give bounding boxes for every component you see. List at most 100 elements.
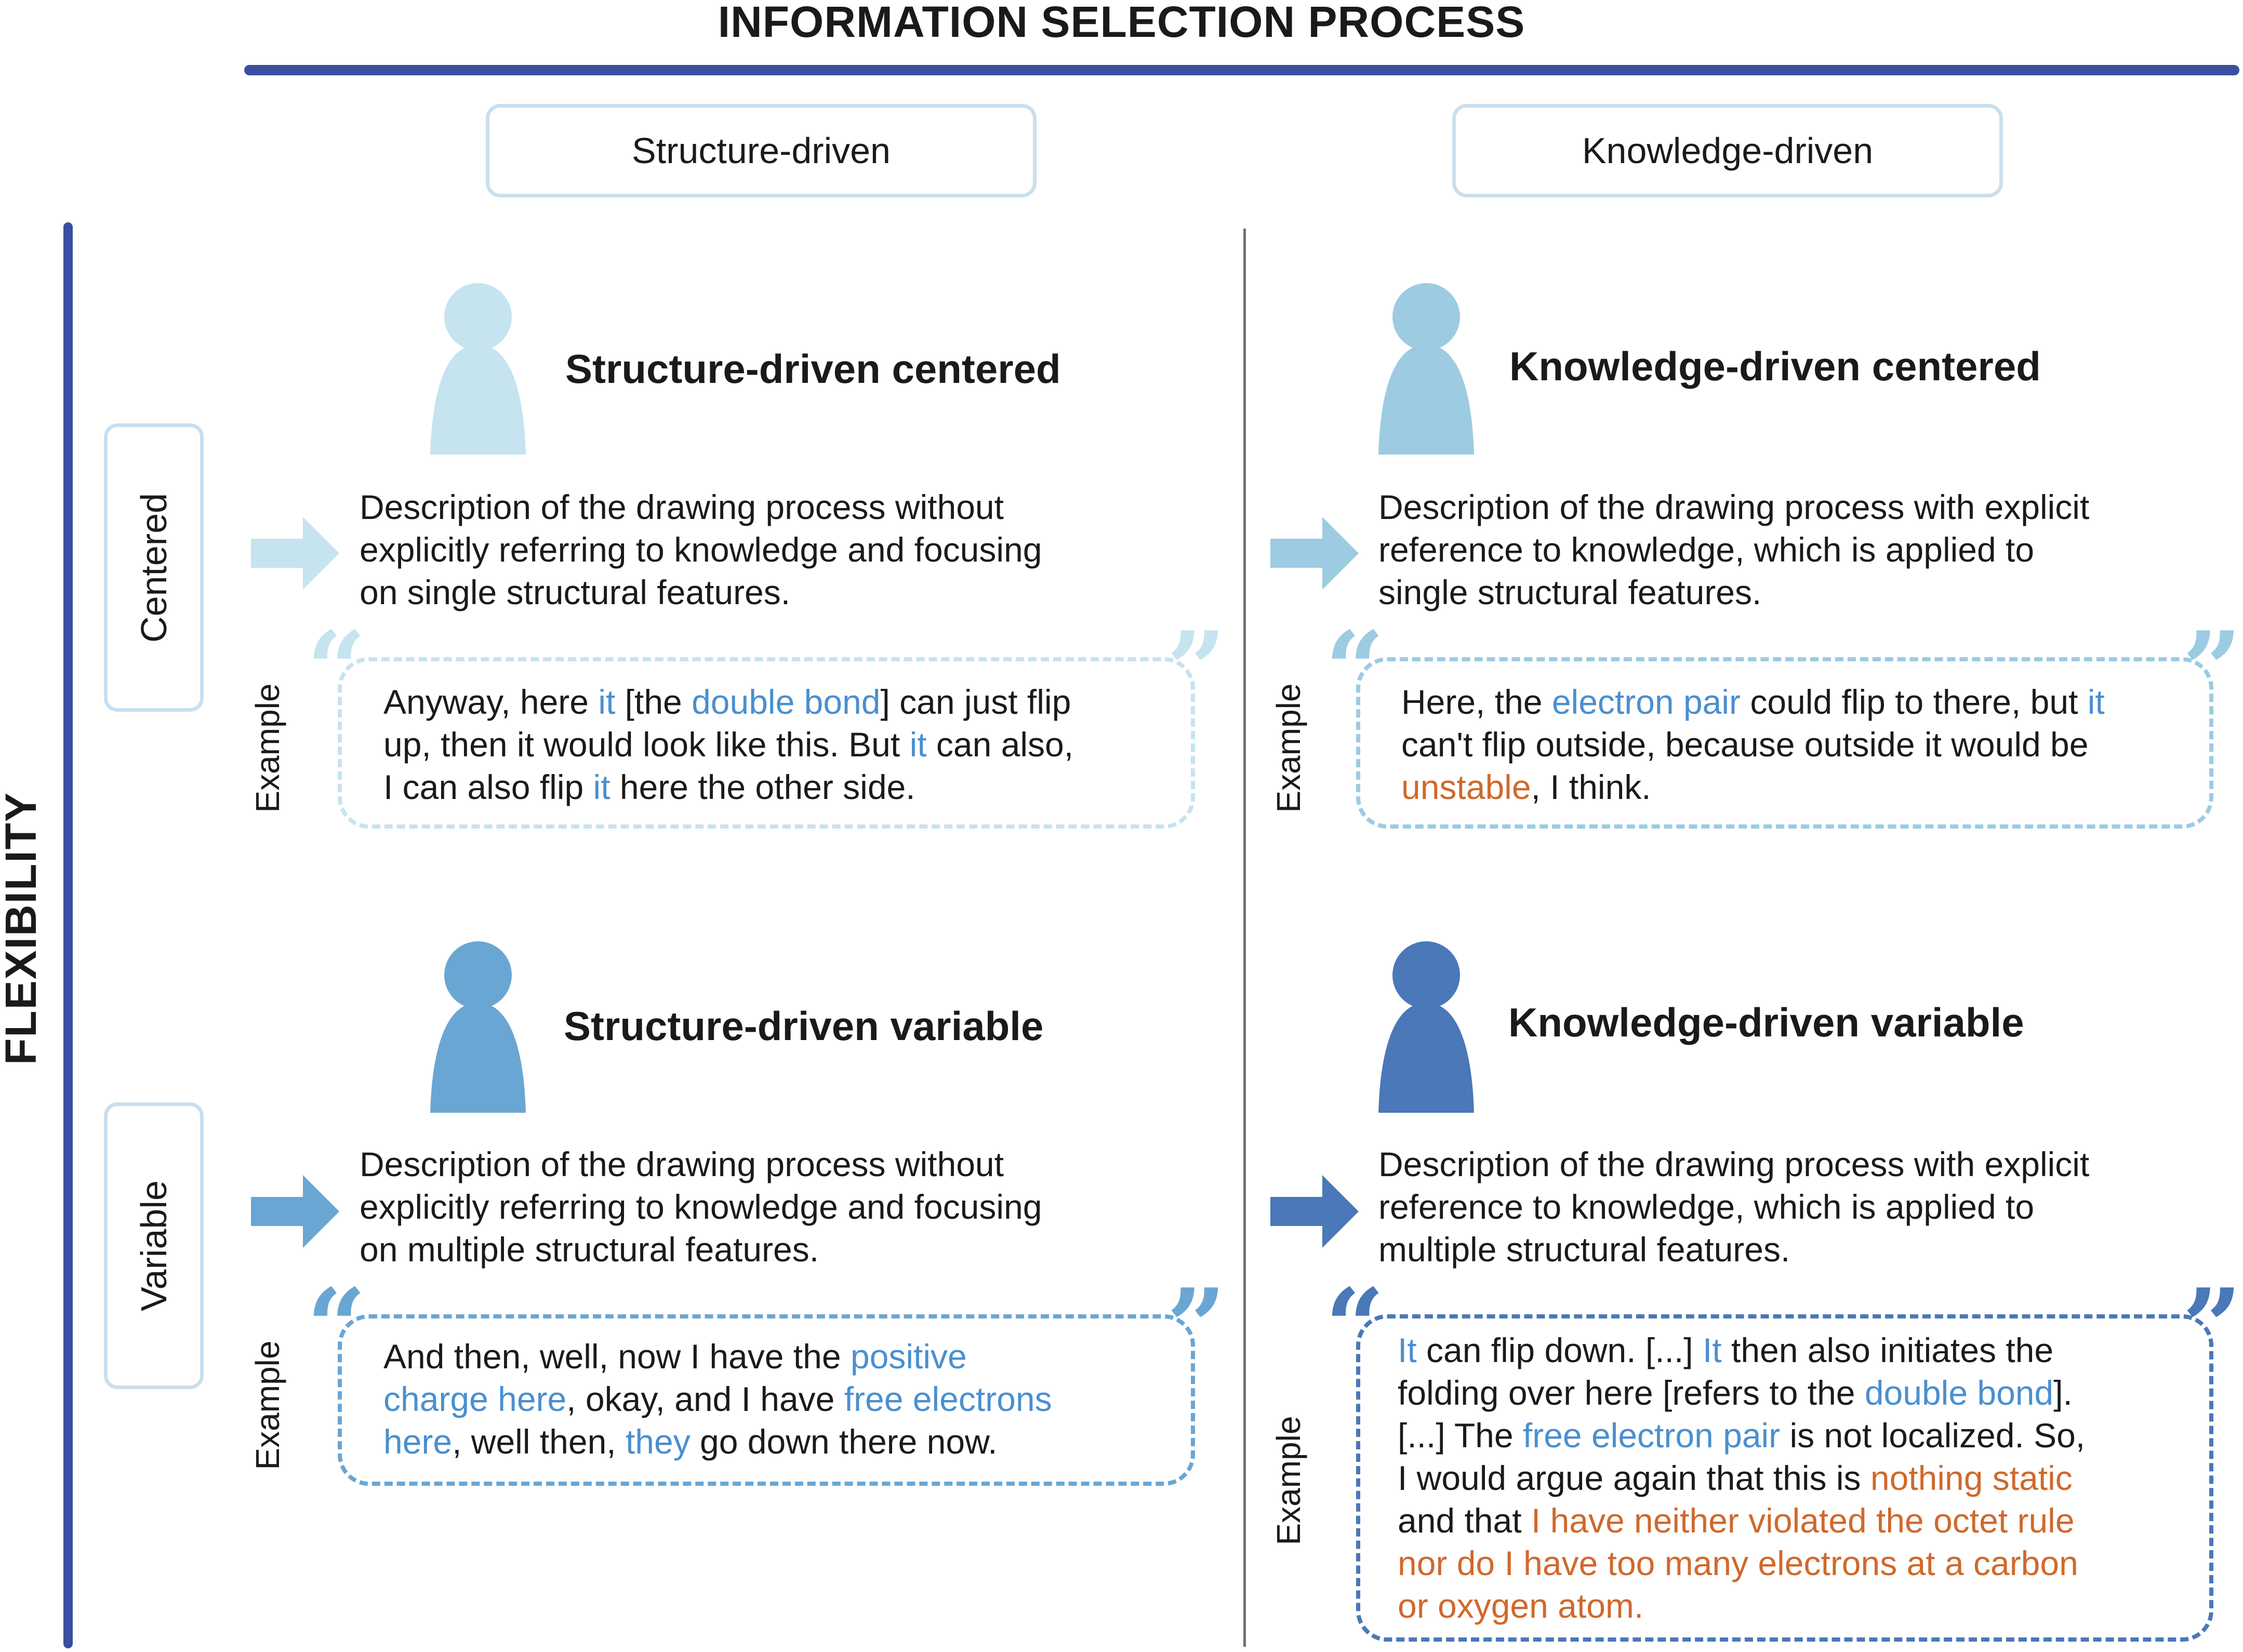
quote-segment: folding over here [refers to the — [1398, 1374, 1865, 1412]
quote-line: or oxygen atom. — [1398, 1584, 2208, 1627]
highlighted-term: nor do I have too many electrons at a ca… — [1398, 1544, 2078, 1582]
quote-segment: is not localized. So, — [1780, 1416, 2086, 1455]
quote-line: and that I have neither violated the oct… — [1398, 1499, 2208, 1542]
highlighted-term: I have neither violated the octet rule — [1531, 1501, 2075, 1540]
quote-segment: [the — [615, 683, 692, 721]
highlighted-term: it — [598, 683, 616, 721]
quote-line: I would argue again that this is nothing… — [1398, 1457, 2208, 1499]
quote-segment: can't flip outside, because outside it w… — [1401, 725, 2089, 764]
quote-line: can't flip outside, because outside it w… — [1401, 723, 2212, 766]
highlighted-term: It — [1702, 1331, 1722, 1369]
cell-heading: Structure-driven variable — [564, 1003, 1044, 1049]
example-label: Example — [249, 683, 286, 813]
highlighted-term: charge here — [383, 1380, 567, 1418]
arrow-right-icon — [1270, 517, 1359, 590]
highlighted-term: it — [593, 768, 610, 806]
highlighted-term: electron pair — [1551, 683, 1741, 721]
cell-description: Description of the drawing process with … — [1378, 488, 2090, 611]
example-quote-box — [1356, 1314, 2213, 1642]
quote-line: Anyway, here it [the double bond] can ju… — [383, 681, 1184, 723]
close-quote-icon: ” — [2182, 609, 2242, 731]
quote-line: Here, the electron pair could flip to th… — [1401, 681, 2212, 723]
quote-segment: ] can just flip — [880, 683, 1071, 721]
highlighted-term: double bond — [1864, 1374, 2054, 1412]
highlighted-term: free electron pair — [1522, 1416, 1781, 1455]
open-quote-icon: “ — [307, 1266, 367, 1388]
person-icon — [1378, 941, 1474, 1113]
highlighted-term: here — [383, 1422, 453, 1461]
quote-segment: then also initiates the — [1721, 1331, 2054, 1369]
cell-heading: Knowledge-driven centered — [1509, 343, 2041, 389]
quote-line: nor do I have too many electrons at a ca… — [1398, 1542, 2208, 1584]
quote-line: folding over here [refers to the double … — [1398, 1371, 2208, 1414]
quote-line: unstable, I think. — [1401, 766, 2212, 808]
arrow-right-icon — [251, 1175, 339, 1248]
highlighted-term: It — [1398, 1331, 1417, 1369]
quote-segment: Anyway, here — [383, 683, 599, 721]
quote-line: I can also flip it here the other side. — [383, 766, 1184, 808]
row-header-label: Centered — [134, 492, 174, 643]
row-header-variable: Variable — [104, 1102, 204, 1389]
quote-segment: could flip to there, but — [1741, 683, 2088, 721]
quote-segment: , well then, — [452, 1422, 626, 1461]
quote-segment: And then, well, now I have the — [383, 1337, 851, 1376]
quote-line: charge here, okay, and I have free elect… — [383, 1378, 1184, 1420]
quote-segment: , okay, and I have — [566, 1380, 844, 1418]
open-quote-icon: “ — [307, 609, 367, 731]
example-quote-text: Anyway, here it [the double bond] can ju… — [383, 681, 1184, 808]
quote-segment: here the other side. — [610, 768, 915, 806]
cell-heading: Knowledge-driven variable — [1508, 1000, 2024, 1045]
quote-segment: [...] The — [1398, 1416, 1523, 1455]
quote-line: It can flip down. [...] It then also ini… — [1398, 1329, 2208, 1371]
quote-segment: , I think. — [1531, 768, 1651, 806]
example-quote-box — [1356, 657, 2213, 829]
highlighted-term: unstable — [1401, 768, 1531, 806]
quote-segment: Here, the — [1401, 683, 1552, 721]
close-quote-icon: ” — [1166, 609, 1227, 731]
column-header-structure-driven: Structure-driven — [486, 104, 1037, 197]
quote-line: [...] The free electron pair is not loca… — [1398, 1414, 2208, 1457]
example-quote-box — [338, 657, 1195, 829]
open-quote-icon: “ — [1325, 609, 1385, 731]
highlighted-term: positive — [850, 1337, 967, 1376]
cell-description: Description of the drawing process witho… — [360, 1145, 1042, 1269]
example-quote-text: It can flip down. [...] It then also ini… — [1398, 1329, 2208, 1627]
row-header-label: Variable — [134, 1180, 174, 1311]
column-header-label: Structure-driven — [632, 130, 891, 171]
quote-line: And then, well, now I have the positive — [383, 1335, 1184, 1378]
quote-segment: and that — [1398, 1501, 1531, 1540]
quote-line: up, then it would look like this. But it… — [383, 723, 1184, 766]
quote-segment: I can also flip — [383, 768, 593, 806]
diagram-title: INFORMATION SELECTION PROCESS — [718, 0, 1525, 46]
row-header-centered: Centered — [104, 423, 204, 712]
quote-segment: can flip down. [...] — [1416, 1331, 1703, 1369]
cell-heading: Structure-driven centered — [565, 346, 1061, 392]
highlighted-term: they — [625, 1422, 691, 1461]
person-icon — [430, 283, 526, 455]
highlighted-term: nothing static — [1870, 1459, 2073, 1497]
example-label: Example — [1270, 683, 1307, 813]
close-quote-icon: ” — [1166, 1266, 1227, 1388]
example-label: Example — [1270, 1416, 1307, 1546]
quote-segment: go down there now. — [690, 1422, 998, 1461]
highlighted-term: or oxygen atom. — [1398, 1587, 1644, 1625]
flexibility-axis-label: FLEXIBILITY — [0, 792, 45, 1065]
information-axis-bar — [244, 65, 2239, 75]
highlighted-term: free electrons — [844, 1380, 1052, 1418]
person-icon — [430, 941, 526, 1113]
column-header-knowledge-driven: Knowledge-driven — [1452, 104, 2003, 197]
example-quote-box — [338, 1314, 1195, 1486]
quote-segment: I would argue again that this is — [1398, 1459, 1870, 1497]
highlighted-term: it — [909, 725, 927, 764]
quote-segment: can also, — [926, 725, 1074, 764]
quote-segment: ]. — [2053, 1374, 2073, 1412]
cell-description: Description of the drawing process witho… — [360, 488, 1042, 611]
flexibility-axis-bar — [63, 222, 73, 1648]
quote-segment: up, then it would look like this. But — [383, 725, 910, 764]
column-header-label: Knowledge-driven — [1582, 130, 1874, 171]
arrow-right-icon — [251, 517, 339, 590]
person-icon — [1378, 283, 1474, 455]
highlighted-term: double bond — [692, 683, 881, 721]
open-quote-icon: “ — [1325, 1266, 1385, 1388]
arrow-right-icon — [1270, 1175, 1359, 1248]
